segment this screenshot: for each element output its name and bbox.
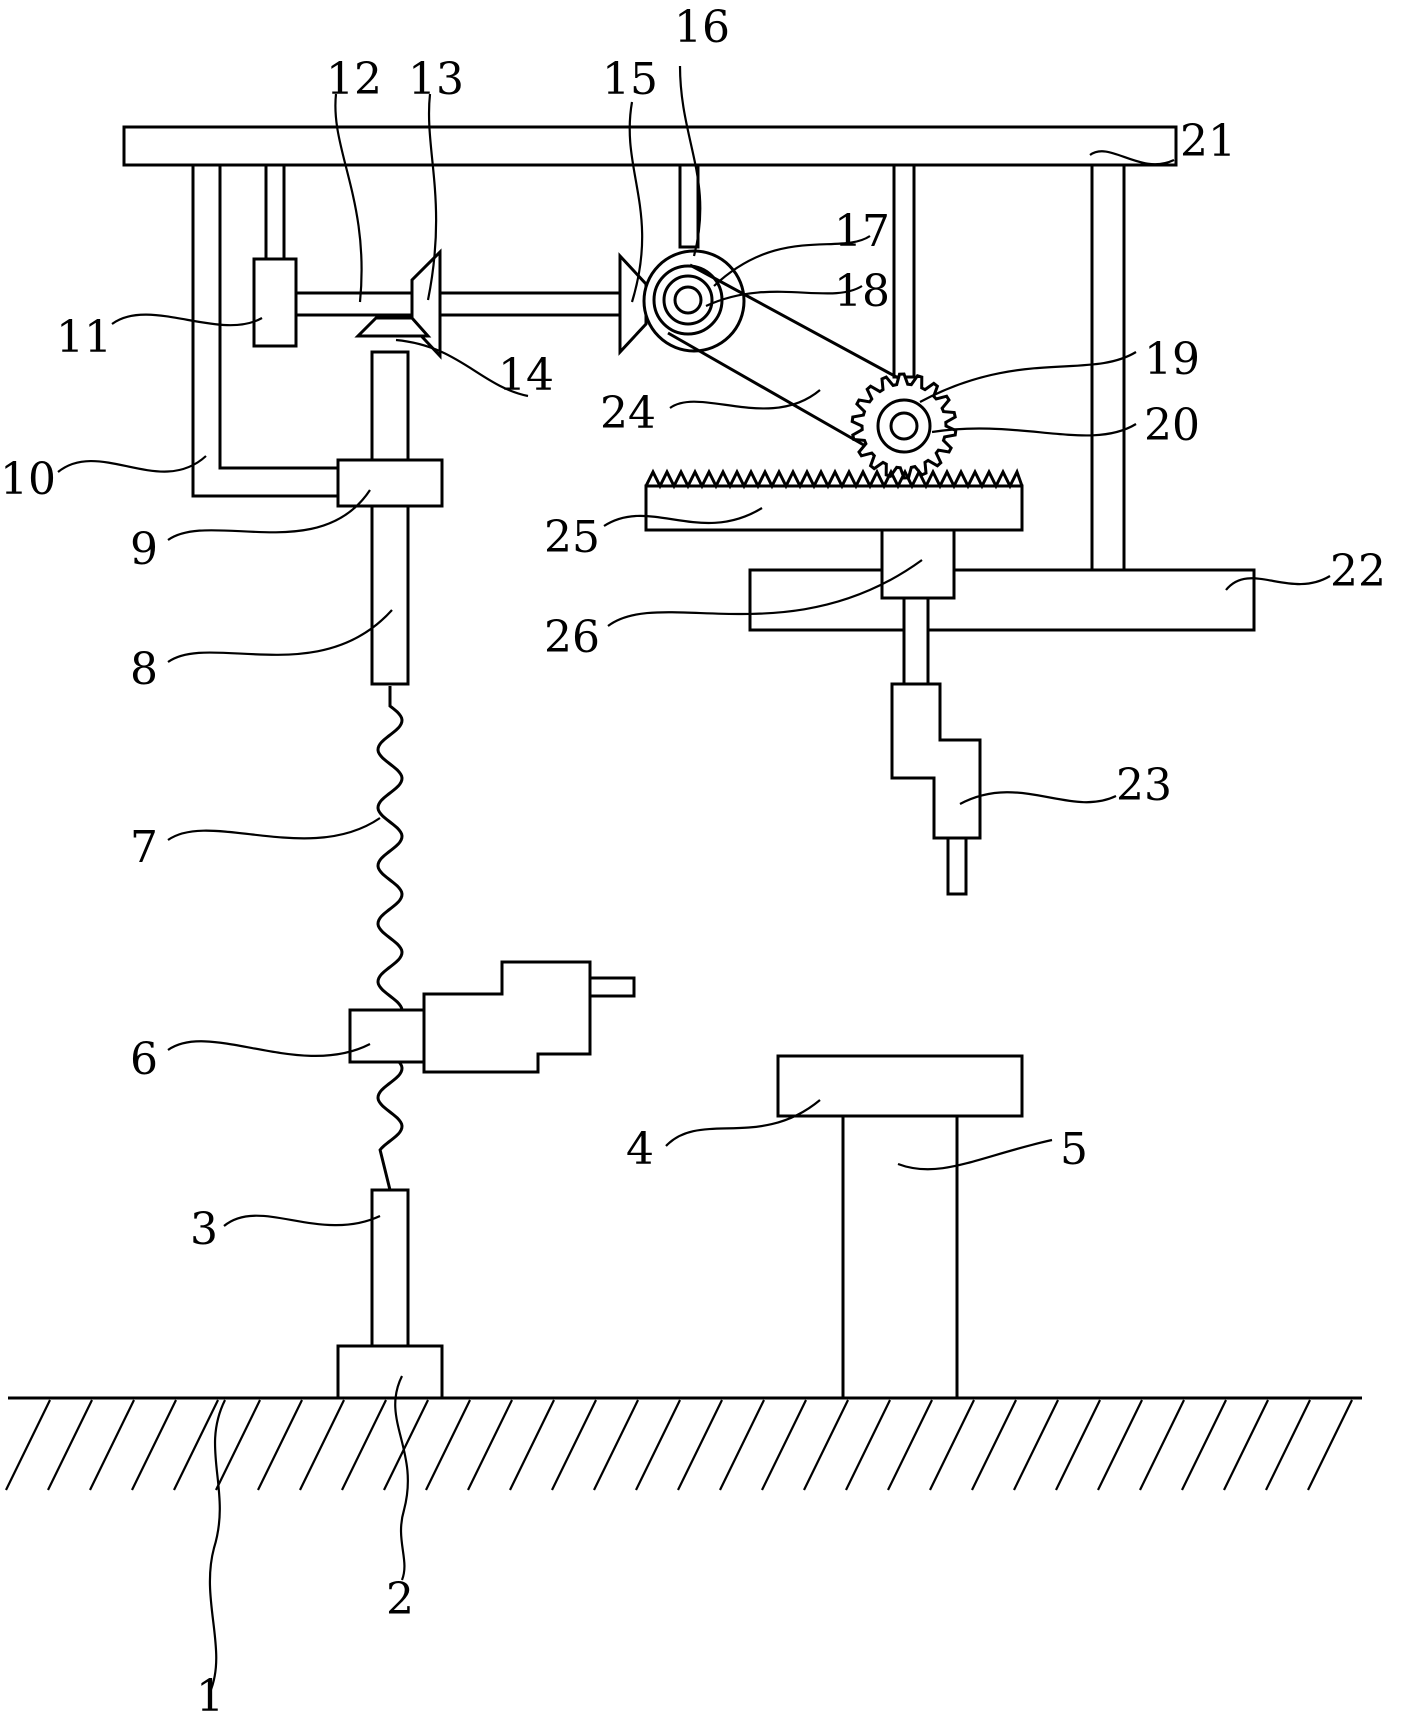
ground-hatch-line [803, 1399, 849, 1491]
ground-hatch-line [1013, 1399, 1059, 1491]
ground-hatch-line [971, 1399, 1017, 1491]
rack [644, 468, 1024, 532]
belt [667, 263, 903, 454]
ground-hatch-line [341, 1399, 387, 1491]
ground-hatch-line [1181, 1399, 1227, 1491]
slider-block [336, 458, 444, 508]
label-18: 18 [834, 266, 890, 317]
label-4: 4 [626, 1124, 654, 1175]
pulley-axle [673, 285, 703, 315]
ground-hatch-line [257, 1399, 303, 1491]
ground-hatch-line [929, 1399, 975, 1491]
bevel-gear-15 [618, 252, 648, 356]
gear-axle [889, 411, 919, 441]
work-table [776, 1054, 1024, 1118]
label-21: 21 [1180, 116, 1236, 167]
table-pedestal [841, 1114, 959, 1400]
lower-post [370, 1188, 410, 1348]
label-19: 19 [1144, 334, 1200, 385]
ground-hatch-line [1223, 1399, 1269, 1491]
ground-hatch-line [173, 1399, 219, 1491]
label-2: 2 [386, 1574, 414, 1625]
ground-hatch-line [131, 1399, 177, 1491]
upper-column [370, 350, 410, 686]
label-7: 7 [130, 822, 158, 873]
ground-hatch-line [635, 1399, 681, 1491]
gear-hanger [892, 163, 916, 379]
ground-hatch-line [467, 1399, 513, 1491]
ground-hatch-line [425, 1399, 471, 1491]
label-17: 17 [834, 206, 890, 257]
ground-hatch-line [383, 1399, 429, 1491]
label-8: 8 [130, 644, 158, 695]
motor [252, 257, 298, 348]
ground-hatch-line [299, 1399, 345, 1491]
top-frame [122, 125, 1178, 167]
ground-hatch-line [551, 1399, 597, 1491]
ground-hatch-line [89, 1399, 135, 1491]
label-15: 15 [602, 54, 658, 105]
ground-hatch-line [1097, 1399, 1143, 1491]
ground-hatch-line [215, 1399, 261, 1491]
ground-hatch-line [1307, 1399, 1353, 1491]
pulley-inner-ring [662, 274, 714, 326]
label-1: 1 [196, 1671, 224, 1711]
label-16: 16 [674, 2, 730, 53]
leader-lines [57, 65, 1331, 1693]
ground-hatch-line [593, 1399, 639, 1491]
gear-hub [876, 398, 932, 454]
ground-hatch-line [509, 1399, 555, 1491]
drive-shaft [294, 291, 626, 317]
ground-hatch-line [47, 1399, 93, 1491]
right-drill-body [890, 682, 982, 840]
ground [5, 1396, 1362, 1491]
label-20: 20 [1144, 400, 1200, 451]
label-24: 24 [600, 388, 656, 439]
label-23: 23 [1116, 760, 1172, 811]
spring [376, 686, 404, 1191]
ground-hatch-line [761, 1399, 807, 1491]
ground-hatch-line [5, 1399, 51, 1491]
label-5: 5 [1060, 1124, 1088, 1175]
label-13: 13 [408, 54, 464, 105]
ground-hatch-line [719, 1399, 765, 1491]
l-bracket [191, 165, 338, 498]
labels: 1 2 3 4 5 6 7 8 9 10 11 12 13 14 15 16 1… [0, 2, 1386, 1711]
ground-hatch-line [845, 1399, 891, 1491]
bevel-gear-14 [354, 316, 432, 338]
label-9: 9 [130, 524, 158, 575]
ground-hatch-line [1265, 1399, 1311, 1491]
left-drill [348, 960, 636, 1074]
label-10: 10 [0, 454, 56, 505]
pulley-hanger [678, 163, 700, 249]
ground-hatch-line [887, 1399, 933, 1491]
motor-hanger [264, 163, 286, 261]
base-block [336, 1344, 444, 1400]
label-11: 11 [56, 312, 112, 363]
label-25: 25 [544, 512, 600, 563]
bevel-gear-13 [410, 248, 442, 360]
label-26: 26 [544, 612, 600, 663]
label-22: 22 [1330, 546, 1386, 597]
right-drill-bit [946, 836, 968, 896]
label-14: 14 [498, 350, 554, 401]
drill-spindle [902, 596, 930, 686]
right-support-rod [1090, 163, 1126, 572]
ground-hatch-line [1055, 1399, 1101, 1491]
ground-hatch-line [677, 1399, 723, 1491]
label-6: 6 [130, 1034, 158, 1085]
label-12: 12 [326, 54, 382, 105]
label-3: 3 [190, 1204, 218, 1255]
ground-hatch-line [1139, 1399, 1185, 1491]
lower-plate [748, 568, 1256, 632]
